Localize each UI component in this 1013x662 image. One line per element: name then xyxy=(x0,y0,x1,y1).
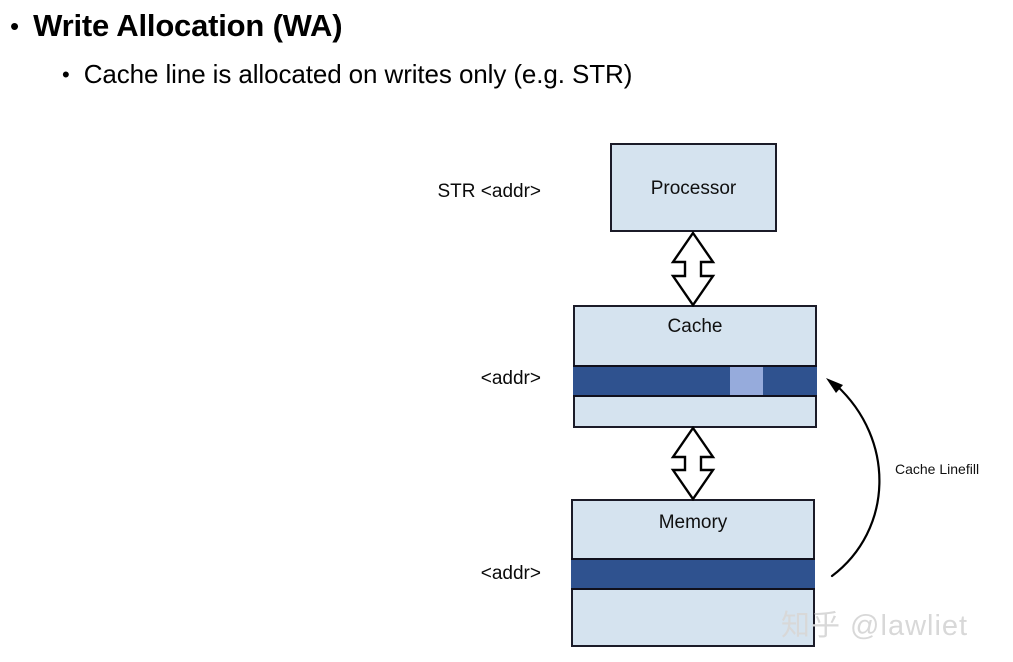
bullet-level-2: • Cache line is allocated on writes only… xyxy=(62,57,632,92)
cache-line-band xyxy=(573,365,817,397)
cache-memory-double-arrow-icon xyxy=(670,425,716,502)
cache-addr-label: <addr> xyxy=(480,368,541,389)
processor-cache-double-arrow-icon xyxy=(670,230,716,308)
watermark: 知乎 @lawliet xyxy=(781,610,969,642)
cache-linefill-label: Cache Linefill xyxy=(895,461,980,477)
bullet-level-1: • Write Allocation (WA) xyxy=(10,6,343,46)
cache-label: Cache xyxy=(667,316,723,337)
cache-linefill-arrow xyxy=(830,383,881,578)
memory-line-band xyxy=(571,558,815,590)
memory-addr-label: <addr> xyxy=(480,563,541,584)
processor-label: Processor xyxy=(650,178,737,199)
page-subtitle: Cache line is allocated on writes only (… xyxy=(83,59,633,89)
cache-linefill-arrowhead-icon xyxy=(826,378,843,393)
bullet-marker-icon: • xyxy=(62,62,70,87)
memory-label: Memory xyxy=(658,512,728,533)
cache-line-written-segment xyxy=(730,367,763,395)
page-title: Write Allocation (WA) xyxy=(33,8,343,43)
store-request-label: STR <addr> xyxy=(437,181,542,202)
bullet-marker-icon: • xyxy=(10,11,20,41)
processor-box: Processor xyxy=(610,143,777,232)
